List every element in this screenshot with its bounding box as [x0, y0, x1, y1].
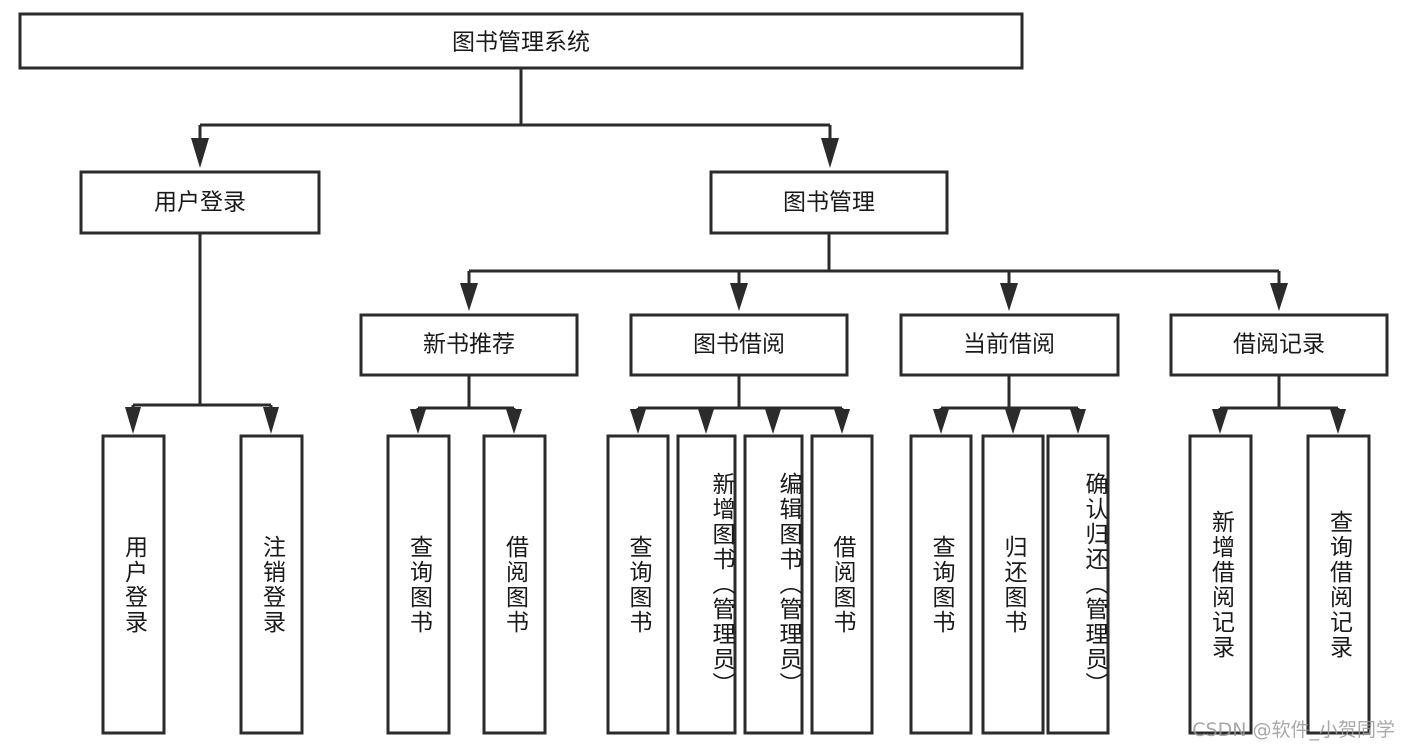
arrow-head-current — [1000, 283, 1018, 311]
leaf-box-query-record[interactable] — [1306, 434, 1371, 735]
connector-group-record — [1212, 375, 1346, 434]
arrow-head-leaf-return-book — [1005, 409, 1021, 434]
connector-group-user-login — [125, 233, 279, 434]
node-current-borrow[interactable]: 当前借阅 — [899, 313, 1120, 377]
leaf-box-return-book[interactable] — [981, 434, 1045, 735]
node-current-borrow-label: 当前借阅 — [963, 332, 1055, 358]
node-new-book-recommend-label: 新书推荐 — [423, 332, 515, 358]
leaf-box-user-login[interactable] — [101, 434, 166, 735]
node-new-book-recommend-box[interactable] — [359, 313, 579, 377]
arrow-head-borrow — [730, 283, 748, 311]
leaf-box-confirm-return[interactable] — [1046, 434, 1110, 735]
arrow-head-leaf-borrow-book-1 — [506, 409, 522, 434]
node-borrow-record-box[interactable] — [1169, 313, 1389, 377]
node-user-login-box[interactable] — [79, 170, 321, 235]
csdn-watermark: CSDN @软件_小贺同学 — [1192, 719, 1395, 741]
node-book-borrow-box[interactable] — [629, 313, 849, 377]
connector-group-borrow — [630, 375, 850, 434]
node-book-borrow[interactable]: 图书借阅 — [629, 313, 849, 377]
leaf-box-add-record[interactable] — [1188, 434, 1253, 735]
leaf-box-query-book-3[interactable] — [909, 434, 973, 735]
connector-group-book-mgmt — [460, 233, 1288, 311]
node-book-management-box[interactable] — [709, 170, 949, 235]
arrow-head-leaf-logout — [263, 407, 279, 434]
leaf-box-query-book-2[interactable] — [606, 434, 670, 735]
node-root-box[interactable] — [18, 12, 1024, 70]
arrow-head-leaf-query-book-2 — [630, 409, 646, 434]
node-current-borrow-box[interactable] — [899, 313, 1120, 377]
connector-group-current — [933, 375, 1086, 434]
arrow-head-leaf-add-record — [1212, 409, 1228, 434]
leaf-box-borrow-book-1[interactable] — [482, 434, 547, 735]
leaf-box-logout[interactable] — [239, 434, 304, 735]
arrow-head-leaf-query-book-3 — [933, 409, 949, 434]
arrow-head-leaf-confirm-return — [1070, 409, 1086, 434]
arrow-head-record — [1270, 283, 1288, 311]
node-book-management-label: 图书管理 — [783, 190, 875, 216]
node-user-login-label: 用户登录 — [154, 190, 246, 216]
leaf-box-edit-book[interactable] — [743, 434, 804, 735]
node-book-management[interactable]: 图书管理 — [709, 170, 949, 235]
arrow-head-leaf-user-login — [125, 407, 141, 434]
node-borrow-record-label: 借阅记录 — [1233, 332, 1325, 358]
node-user-login[interactable]: 用户登录 — [79, 170, 321, 235]
node-book-borrow-label: 图书借阅 — [693, 332, 785, 358]
node-new-book-recommend[interactable]: 新书推荐 — [359, 313, 579, 377]
connector-group-newbook — [410, 375, 522, 434]
leaf-node-boxes — [101, 434, 1371, 735]
arrow-head-leaf-borrow-book-2 — [834, 409, 850, 434]
leaf-box-borrow-book-2[interactable] — [810, 434, 874, 735]
arrow-head-leaf-add-book — [698, 409, 714, 434]
node-root[interactable]: 图书管理系统 — [18, 12, 1024, 70]
connector-group-root — [191, 68, 839, 168]
arrow-head-leaf-edit-book — [765, 409, 781, 434]
leaf-box-query-book-1[interactable] — [386, 434, 451, 735]
node-borrow-record[interactable]: 借阅记录 — [1169, 313, 1389, 377]
arrow-head-leaf-query-record — [1330, 409, 1346, 434]
arrow-head-newbook — [460, 283, 478, 311]
arrow-head-user-login — [191, 138, 209, 168]
arrow-head-book-mgmt — [821, 138, 839, 168]
leaf-box-add-book[interactable] — [676, 434, 737, 735]
arrow-head-leaf-query-book-1 — [410, 409, 426, 434]
node-root-label: 图书管理系统 — [452, 30, 590, 56]
